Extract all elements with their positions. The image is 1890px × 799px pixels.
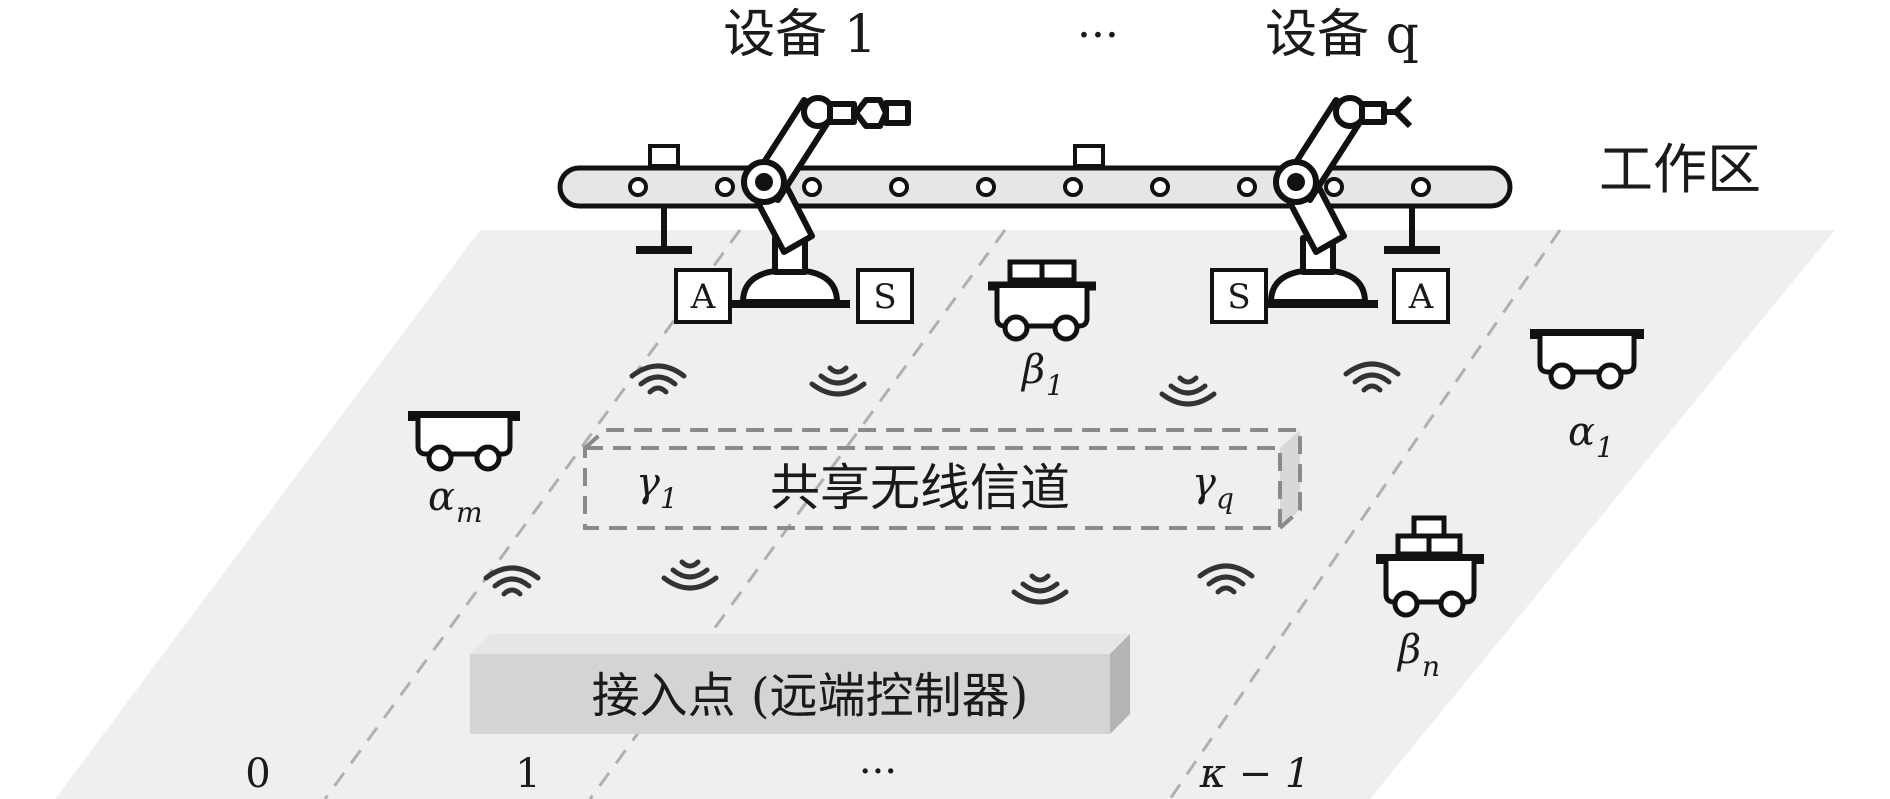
work-area-label: 工作区: [1599, 138, 1761, 201]
beta-1-label: β: [1020, 347, 1045, 393]
robot-arm-icon: [728, 95, 911, 308]
wifi-signal-icon: [1159, 375, 1217, 407]
agv-cart-icon: [1376, 515, 1484, 618]
zone-divider-3: [1168, 229, 1562, 799]
sensor-label-right: S: [1227, 277, 1250, 317]
actuator-box-right: [1392, 268, 1450, 324]
agv-cart-icon: [408, 411, 520, 472]
shared-channel-box: [583, 428, 1302, 530]
robot-arm-icon: [1256, 95, 1413, 308]
wifi-signals: [483, 361, 1401, 605]
zone-label-1: 1: [515, 751, 540, 797]
actuator-label-left: S: [873, 277, 896, 317]
actuator-label-right: A: [1408, 277, 1434, 317]
device-1-label: 设备 1: [723, 5, 877, 65]
wifi-signal-icon: [1197, 563, 1255, 595]
wifi-signal-icon: [629, 363, 687, 395]
sensor-label-left: A: [690, 277, 716, 317]
beta-1-subscript: 1: [1046, 369, 1064, 402]
alpha-1-subscript: 1: [1596, 431, 1614, 464]
device-ellipsis: ···: [1077, 10, 1119, 61]
wifi-signal-icon: [809, 365, 867, 397]
channel-gamma-q-subscript: q: [1216, 482, 1234, 515]
actuator-box-left: [856, 268, 914, 324]
beta-n-label: β: [1396, 627, 1421, 673]
alpha-m-subscript: m: [456, 496, 483, 529]
channel-gamma-1-subscript: 1: [660, 482, 678, 515]
zone-label-ellipsis: ···: [859, 749, 897, 795]
zone-divider-2: [588, 229, 1007, 799]
sensor-box-right: [1210, 268, 1268, 324]
agv-cart-icon: [988, 259, 1096, 342]
agv-cart-icon: [1530, 329, 1644, 390]
wifi-signal-icon: [661, 559, 719, 591]
zone-label-0: 0: [245, 751, 270, 797]
wifi-signal-icon: [483, 565, 541, 597]
wifi-signal-icon: [1343, 361, 1401, 393]
access-point-box: [470, 634, 1130, 734]
zone-label-last: κ − 1: [1199, 751, 1311, 797]
device-q-label: 设备 q: [1265, 5, 1419, 65]
sensor-box-left: [674, 268, 732, 324]
beta-n-subscript: n: [1422, 650, 1440, 683]
channel-gamma-1: γ: [636, 460, 660, 506]
alpha-1-label: α: [1568, 409, 1595, 455]
conveyor-icon: [557, 144, 1513, 254]
channel-gamma-q: γ: [1192, 460, 1216, 506]
channel-label: 共享无线信道: [770, 459, 1070, 517]
wifi-signal-icon: [1011, 573, 1069, 605]
zone-dividers: [323, 229, 1562, 799]
access-point-label: 接入点 (远端控制器): [592, 668, 1029, 724]
zone-divider-1: [323, 229, 742, 799]
alpha-m-label: α: [428, 474, 455, 520]
